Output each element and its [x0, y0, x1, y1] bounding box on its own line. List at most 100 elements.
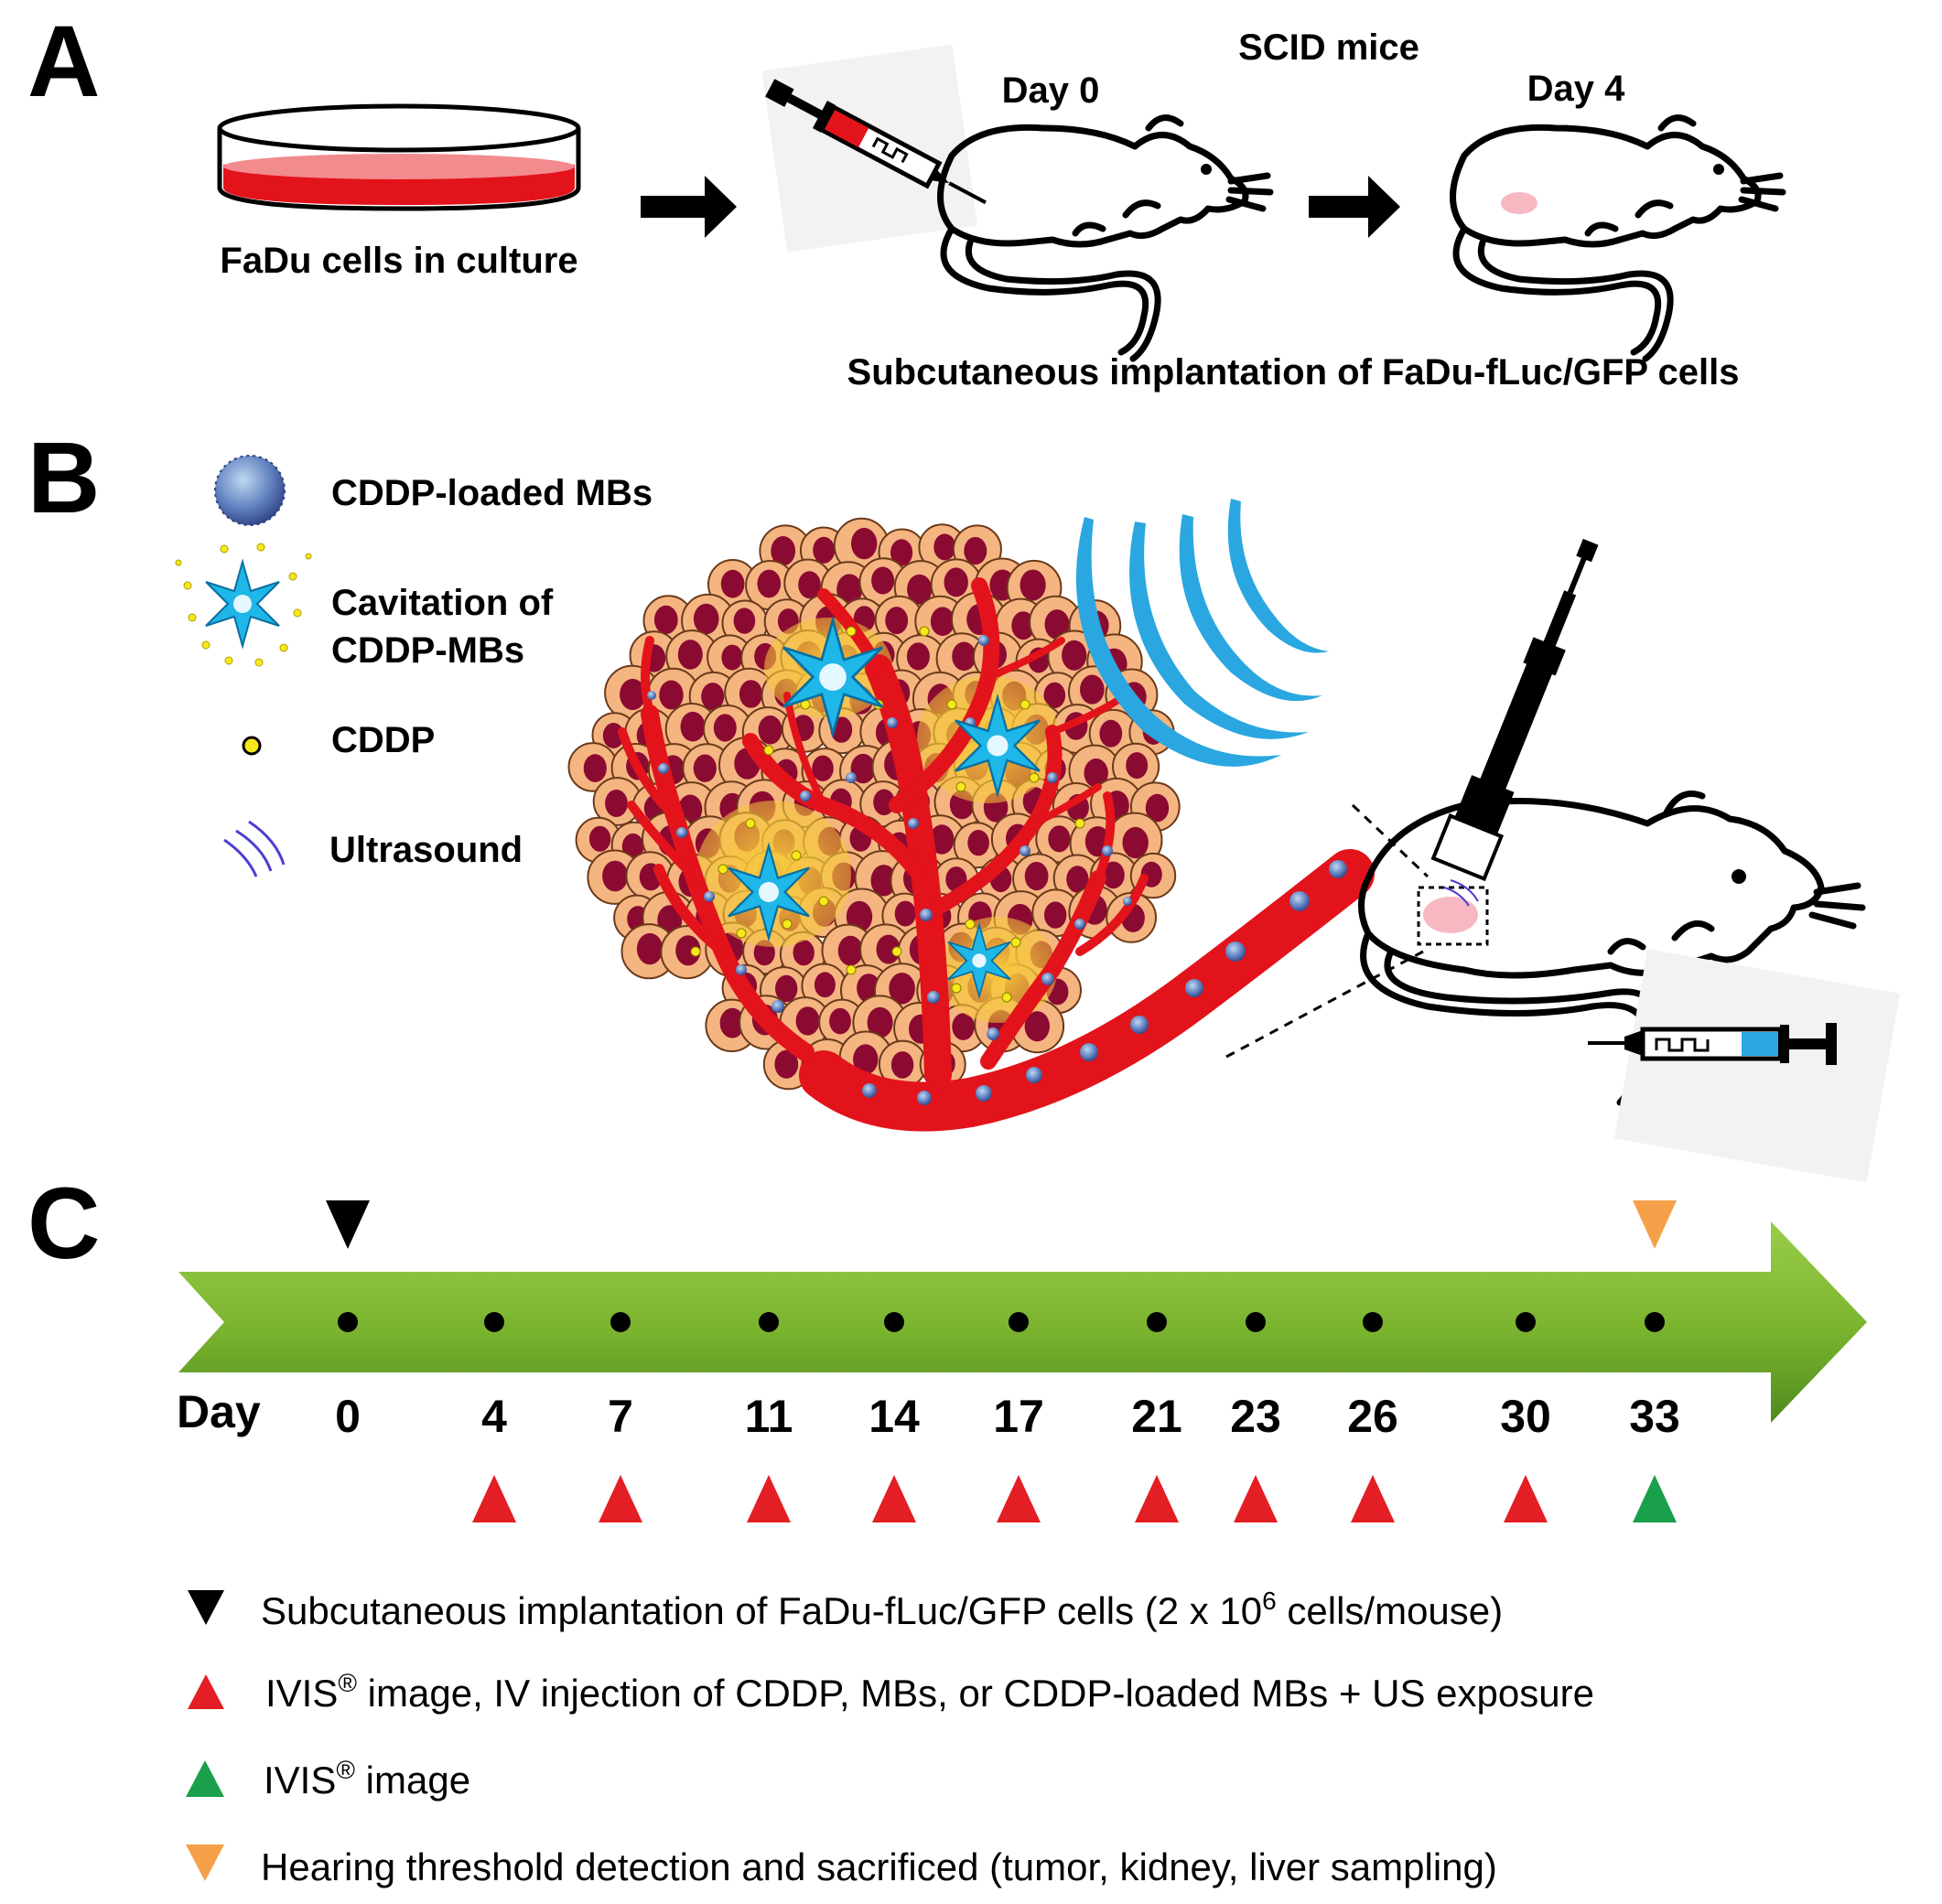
- up-triangle-marker-day-4: [472, 1475, 516, 1522]
- timeline-dot-day-7: [610, 1312, 631, 1332]
- timeline-dot-day-14: [884, 1312, 904, 1332]
- petri-dish-icon: [217, 103, 581, 211]
- timeline-top-markers: [326, 1200, 1677, 1249]
- microbubble: [1185, 979, 1203, 997]
- cell-nucleus: [967, 830, 989, 856]
- timeline-dot-day-23: [1246, 1312, 1266, 1332]
- cddp-molecule: [1001, 992, 1012, 1003]
- orange-down-triangle-icon: [186, 1845, 224, 1881]
- cavitation-burst-1: [782, 615, 883, 739]
- cddp-molecule: [891, 946, 902, 957]
- green-up-triangle-icon: [186, 1760, 224, 1797]
- cell-nucleus: [1048, 825, 1071, 853]
- ultrasound-arcs-icon: [1075, 499, 1329, 767]
- timeline-day-label-23: 23: [1230, 1391, 1281, 1442]
- timeline-bottom-markers: [472, 1475, 1677, 1522]
- microbubble: [658, 763, 669, 774]
- timeline-dot-day-11: [759, 1312, 779, 1332]
- microbubble: [908, 818, 919, 829]
- timeline-day-label-7: 7: [608, 1391, 633, 1442]
- cell-nucleus: [1066, 866, 1089, 893]
- cell-nucleus: [851, 527, 878, 560]
- cell-nucleus: [719, 1007, 745, 1038]
- cell-nucleus: [829, 1007, 851, 1035]
- cddp-molecule-icon: [242, 736, 262, 756]
- microbubbles: [647, 635, 1347, 1105]
- up-triangle-marker-day-14: [872, 1475, 916, 1522]
- timeline-day-label-17: 17: [993, 1391, 1044, 1442]
- timeline-dot-day-21: [1147, 1312, 1167, 1332]
- mouse-day0-icon: [937, 114, 1274, 362]
- legend-text-treatment: IVIS® image, IV injection of CDDP, MBs, …: [265, 1669, 1594, 1715]
- cell-nucleus: [907, 574, 933, 605]
- cell-nucleus: [1044, 901, 1067, 929]
- timeline-dot-day-30: [1516, 1312, 1536, 1332]
- cell-nucleus: [964, 536, 987, 565]
- cell-nucleus: [775, 974, 798, 1003]
- up-triangle-marker-day-30: [1504, 1475, 1548, 1522]
- cell-nucleus: [906, 642, 930, 671]
- cddp-molecule: [951, 983, 962, 994]
- panel-c-label: C: [27, 1167, 100, 1280]
- legend-label-microbubble: CDDP-loaded MBs: [331, 473, 653, 513]
- microbubble: [1123, 897, 1132, 906]
- cell-nucleus: [837, 935, 863, 966]
- cell-nucleus: [720, 569, 745, 598]
- legend-label-ultrasound: Ultrasound: [329, 830, 523, 870]
- cell-nucleus: [1080, 674, 1105, 705]
- timeline-day-label-11: 11: [745, 1391, 793, 1442]
- microbubble: [704, 891, 715, 902]
- cddp-molecule: [690, 946, 701, 957]
- microbubble: [920, 909, 933, 921]
- cell-nucleus: [889, 973, 915, 1005]
- cell-nucleus: [771, 536, 796, 566]
- timeline-dot-day-17: [1009, 1312, 1029, 1332]
- microbubble: [1047, 772, 1058, 783]
- cell-nucleus: [774, 1049, 799, 1079]
- cell-nucleus: [793, 940, 815, 966]
- microbubble: [1130, 1016, 1149, 1034]
- cavitation-starburst-icon: [175, 543, 312, 667]
- cell-nucleus: [1102, 861, 1125, 889]
- microbubble: [887, 717, 898, 728]
- panel-a: A FaDu cells in culture SCID mice Day 0 …: [27, 5, 1786, 393]
- microbubble: [1026, 1067, 1042, 1083]
- microbubble: [978, 635, 989, 646]
- cell-nucleus: [713, 714, 737, 742]
- cell-nucleus: [1043, 682, 1066, 709]
- cell-nucleus: [1020, 569, 1046, 601]
- panel-b-label: B: [27, 422, 100, 534]
- cddp-molecule: [763, 745, 774, 756]
- microbubble: [647, 691, 656, 700]
- cddp-molecules: [690, 626, 1085, 1003]
- panel-a-label: A: [27, 5, 100, 118]
- cell-nucleus: [894, 900, 916, 927]
- cell-nucleus: [944, 567, 968, 597]
- cavitation-burst-2: [955, 693, 1041, 799]
- up-triangle-marker-day-23: [1234, 1475, 1278, 1522]
- cddp-molecule: [736, 928, 747, 939]
- cddp-molecule: [1010, 937, 1021, 948]
- microbubble: [1225, 941, 1246, 962]
- cell-nucleus: [588, 825, 611, 852]
- cell-nucleus: [757, 569, 782, 598]
- timeline-dot-day-33: [1645, 1312, 1665, 1332]
- microbubble: [987, 1027, 999, 1040]
- microbubble-icon: [214, 455, 286, 526]
- up-triangle-marker-day-7: [599, 1475, 642, 1522]
- cell-nucleus: [795, 1006, 820, 1036]
- cell-nucleus: [929, 824, 955, 855]
- microbubble: [1020, 845, 1030, 856]
- cell-nucleus: [758, 715, 782, 745]
- syringe-icon: [1588, 949, 1901, 1183]
- cavitation-burst-3: [728, 842, 810, 942]
- cddp-molecule: [1020, 699, 1030, 710]
- timeline-day-label-0: 0: [335, 1391, 361, 1442]
- microbubble: [927, 991, 940, 1004]
- cell-nucleus: [733, 608, 756, 634]
- red-up-triangle-icon: [188, 1674, 224, 1709]
- legend-label-cddp: CDDP: [331, 720, 435, 760]
- cell-nucleus: [930, 607, 955, 636]
